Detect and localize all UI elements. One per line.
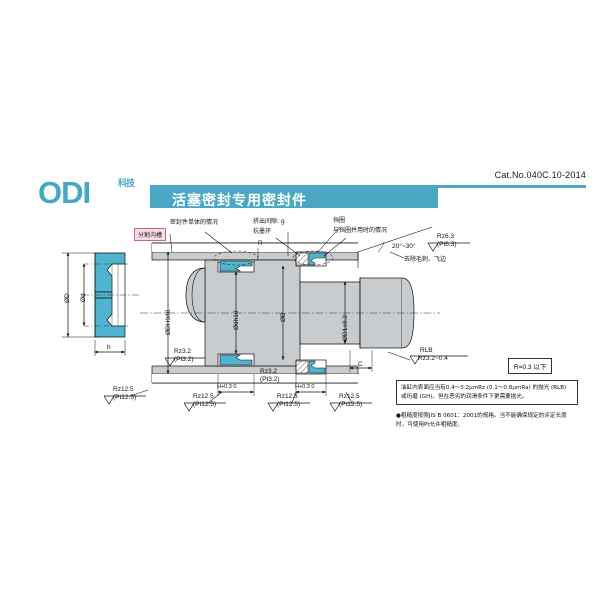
finish-groove-a-sub: (Pt3.2)	[260, 376, 280, 383]
callout-chamfer-angle: 20°~30°	[392, 243, 416, 250]
callout-groove-split: 分割沟槽	[134, 228, 167, 241]
catalog-number: Cat.No.040C.10-2014	[494, 170, 586, 180]
cylinder-surface-note: 油缸内表面应当有0.4～3.2μmRz (0.1～0.8μmRa) 的抛光 (R…	[396, 380, 578, 406]
radius-note-box: R=0.3 以下	[508, 358, 553, 374]
dim-groove-width-2: H+0.3 0	[295, 384, 315, 390]
finish-groove-a: Rz3.2	[260, 368, 277, 375]
finish-top-right: Rz6.3	[437, 233, 454, 240]
dim-chamfer-c: C	[358, 361, 363, 368]
callout-seal-alone: 密封件单体的情况	[170, 219, 219, 226]
odi-logo: ODI	[38, 175, 91, 210]
finish-rough-2: Rz12.5	[193, 393, 214, 400]
finish-rough-1-sub: (Pt12.5)	[113, 394, 137, 401]
dim-groove-width-1: H+0.3 0	[217, 384, 237, 390]
finish-rough-3-sub: (Pt12.5)	[277, 401, 301, 408]
callout-extrusion-gap: 挤出间隙: g	[253, 218, 285, 225]
finish-rlb-label: RLB	[420, 347, 433, 354]
finish-top-right-sub: (Pt6.3)	[437, 241, 457, 248]
finish-rough-3: Rz12.5	[277, 393, 298, 400]
dim-radius-r: R	[258, 240, 263, 247]
roughness-footnote: ●粗糙度按照JIS B 0601：2001的规格。当不能确保规定的评定长度时，可…	[396, 413, 567, 428]
callout-backup-ring: 挡圈	[333, 217, 346, 224]
dim-seal-width: h	[107, 344, 111, 351]
callout-anti-extrusion-ring: 抗墨环	[253, 228, 272, 235]
dim-inner-diameter: Ød	[80, 293, 87, 302]
finish-rough-4: Rz12.5	[339, 393, 360, 400]
dim-outer-diameter: ØD	[64, 293, 71, 303]
finish-rough-2-sub: (Pt12.5)	[193, 401, 217, 408]
finish-bore-sub: (Pt3.2)	[174, 356, 194, 363]
finish-bore: Rz3.2	[174, 348, 191, 355]
logo-mark-icon: 科技	[118, 179, 135, 189]
header-rule	[150, 185, 586, 188]
page-title-bar: 活塞密封专用密封件	[150, 188, 438, 209]
dim-groove-diameter: Ødh10	[233, 310, 240, 330]
finish-rlb-value: Rz3.2~0.4	[418, 355, 448, 362]
callout-deburr: 去除毛刺、飞边	[404, 256, 447, 263]
dim-rod-diameter: ØD1±0.2	[342, 315, 349, 341]
callout-with-backup-ring: 与挡圈并用时的情况	[333, 227, 388, 234]
dim-diameter-b: ØB	[280, 312, 287, 322]
finish-rough-4-sub: (Pt12.5)	[339, 401, 363, 408]
page-title: 活塞密封专用密封件	[172, 193, 307, 209]
dim-bore-fit: ØDH9/f8	[165, 309, 172, 335]
finish-rough-1: Rz12.5	[113, 386, 134, 393]
